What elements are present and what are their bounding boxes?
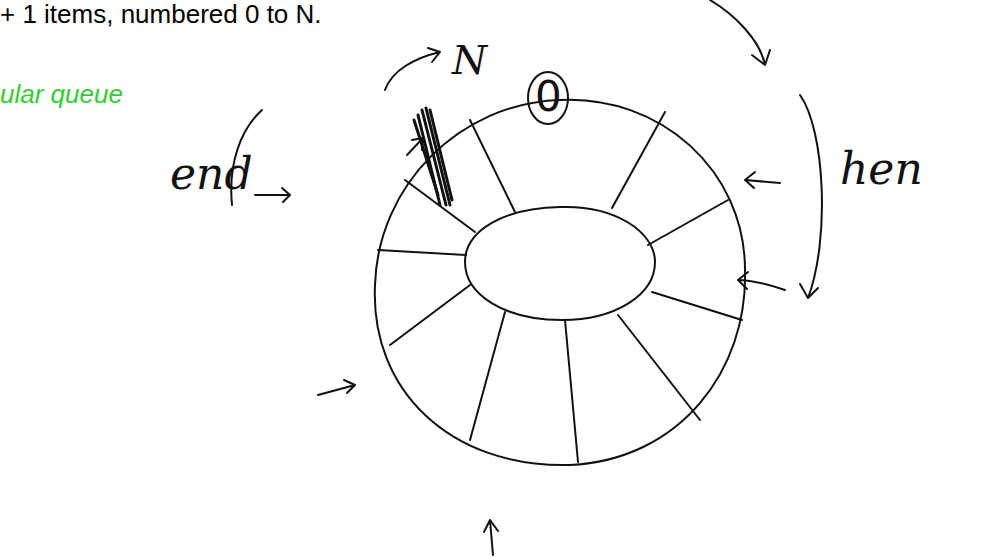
wrap-arrow	[385, 48, 440, 90]
zero-circle	[528, 72, 568, 124]
top-arrow	[710, 0, 770, 65]
pointer-label: hen	[840, 145, 923, 193]
insert-arrow	[745, 172, 780, 188]
pointer-arrow	[407, 138, 423, 155]
insert-arrow	[738, 272, 785, 290]
ring-outer	[375, 100, 745, 465]
lower-left-arrow	[318, 380, 355, 395]
hatch-mark	[414, 108, 452, 205]
index-label: 0	[535, 74, 562, 120]
slide-text: + 1 items, numbered 0 to N.	[0, 0, 322, 29]
ring-inner	[465, 207, 655, 320]
head-bracket-arrow	[800, 95, 822, 298]
pointer-label: end	[170, 150, 253, 198]
slide-heading: ular queue	[0, 80, 123, 109]
bottom-arrow	[484, 520, 498, 555]
ring-spokes	[378, 112, 742, 462]
index-label: N	[452, 38, 487, 82]
end-arrow	[255, 188, 290, 202]
